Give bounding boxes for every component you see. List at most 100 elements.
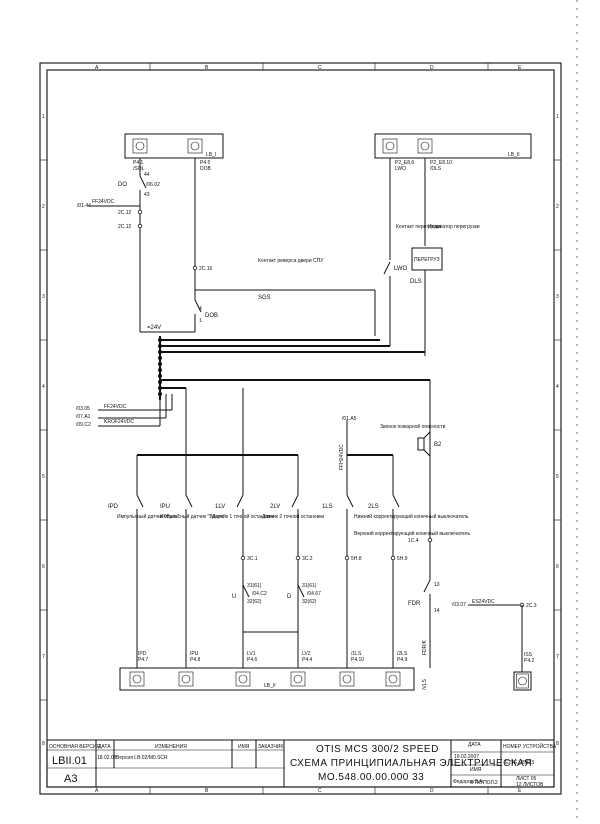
terminal-label: P4.9 [397,657,408,663]
relay-pin: 31(61) [302,583,317,589]
sensor-1lv: 1LV Датчик 1 точной остановки 3C.1 LV1 P… [212,455,274,668]
supply-references: /03.05 /07.A1 /09.C2 FF24VDC KROF24VDC [76,388,187,455]
wire-label: /2LS [397,651,408,657]
relay-label: U [232,594,236,600]
contact-label: DO [118,182,127,188]
revision-text: Версия LB.02/M0.SCR [116,755,168,761]
node-label: 2C.12 [118,210,132,216]
sensor-label: IPD [108,504,119,510]
node-label: 5H.8 [351,556,362,562]
cross-reference: /01.44 [77,203,91,209]
grid-row-label: 3 [42,294,45,300]
sensor-note: Нижний корректирующий конечный выключате… [354,513,469,520]
supply-label: FF24VDC [104,404,127,410]
fire-alarm-circuit: B2 Звонок пожарной опасности 1C.4 FDR 13… [380,380,446,690]
indicator-tag: DLS [410,279,422,285]
grid-row-label: 1 [42,114,45,120]
relay-pin: 32(62) [302,599,317,605]
device-note: Звонок пожарной опасности [380,423,446,430]
title-block: ОСНОВНАЯ ВЕРСИЯ LBII.01 A3 ДАТА ИЗМЕНЕНИ… [46,739,557,788]
revision-date: 18.02.08 [97,755,117,761]
cross-reference: /01.A5 [342,416,357,422]
grid-col-label: A [95,65,99,71]
sensor-label: 2LV [270,504,280,510]
tb-header: ОСНОВНАЯ ВЕРСИЯ [49,744,100,750]
contact-label: LWO [394,266,408,272]
grid-col-label: C [318,788,322,794]
box-label: LB_II [264,683,276,689]
relay-ref: /04.67 [307,591,321,597]
indicator-label: ПЕРЕГРУЗ [414,257,440,263]
grid-row-label: 7 [556,654,559,660]
sensor-bus: /01.A5 FFH24VDC [137,388,393,470]
wire-label: IPD [138,651,147,657]
grid-row-label: 4 [42,384,45,390]
sensor-label: 1LS [322,504,333,510]
wire-label: /DLS [430,166,442,172]
grid-row-labels-right: 1 2 3 4 5 6 7 8 [556,114,559,747]
grid-col-label: C [318,65,322,71]
tb-header: ДАТА [98,744,111,750]
grid-row-label: 6 [556,564,559,570]
contact-note: Контакт перегрузки [396,224,441,230]
title-line-3: MO.548.00.00.000 33 [318,772,424,783]
terminal-label: P4.1 [133,160,144,166]
contact-note: Контакт реверса двери СПУ [258,258,324,264]
sensor-note: Импульсный датчик "Вниз" [117,513,179,520]
supply-label: ES24VDC [472,599,495,605]
tb-header: ДАТА [468,742,481,748]
sheet-number: 2 [495,780,498,786]
supply-label: KROF24VDC [104,419,134,425]
sensor-label: 2LS [368,504,379,510]
sensor-2lv: 2LV Датчик 2 точной остановки 3C.2 LV2 P… [262,455,324,668]
grid-column-labels-bottom: A B C D E [95,788,522,794]
sheet-label: ЛИСТ 05 [516,776,537,782]
grid-row-label: 6 [42,564,45,570]
sensor-note: Датчик 1 точной остановки [212,513,274,520]
node-label: 2C.16 [199,266,213,272]
supply-label: FFH24VDC [339,444,345,470]
wire-label: FDR/K [422,639,428,655]
terminal-label: P4.8 [190,657,201,663]
grid-col-label: D [430,788,434,794]
tb-header: НОМЕР УСТРОЙСТВА [503,742,557,750]
device-number: E2TE_45823 [505,760,534,766]
base-version: LBII.01 [52,755,87,767]
grid-row-label: 7 [42,654,45,660]
terminal-label: P2_E8.10 [430,160,452,166]
pin-label: 13 [434,582,440,588]
relay-pin: 31(61) [247,583,262,589]
wire-label: ISS [524,652,533,658]
grid-row-label: 3 [556,294,559,300]
supply-label: FF24VDC [92,199,115,205]
top-right-terminal-box: LB_II P2_E8.6 P2_E8.10 LWO /DLS [374,133,532,172]
node-label: 3C.1 [247,556,258,562]
terminal-label: P4.7 [138,657,149,663]
cross-reference: /07.A1 [76,414,91,420]
wire-label: LV1 [247,651,256,657]
sensor-ipu: IPU Импульсный датчик "Вверх" IPU P4.8 [160,455,225,668]
tb-header: ИЗМЕНЕНИЯ [155,744,187,750]
contact-label: DOB [205,313,218,319]
grid-row-label: 5 [42,474,45,480]
paper-format: A3 [64,773,77,785]
grid-column-labels-top: A B C D E [95,65,522,71]
grid-col-label: E [518,65,522,71]
sensor-note: Датчик 2 точной остановки [262,513,324,520]
node-label: 5H.9 [397,556,408,562]
pin-label: 1 [199,318,202,324]
wire-label: LWO [395,166,406,172]
sensor-note: Верхний корректирующий конечный выключат… [354,530,470,537]
pin-label: 14 [434,608,440,614]
overload-circuit: LWO Контакт перегрузки ПЕРЕГРУЗ Индикато… [383,158,480,356]
sensor-2ls: 2LS Верхний корректирующий конечный выкл… [354,455,470,668]
box-label: LB_II [508,152,520,158]
tb-header: ОТКУПОЛ.: [470,780,497,786]
grid-row-label: 4 [556,384,559,390]
device-label: B2 [434,442,442,448]
node-label: 3C.2 [302,556,313,562]
indicator-note: Индикатор перегрузки [428,224,480,230]
contact-label: FDR [408,601,421,607]
node-label: 2C.3 [526,603,537,609]
sensor-label: IPU [160,504,170,510]
